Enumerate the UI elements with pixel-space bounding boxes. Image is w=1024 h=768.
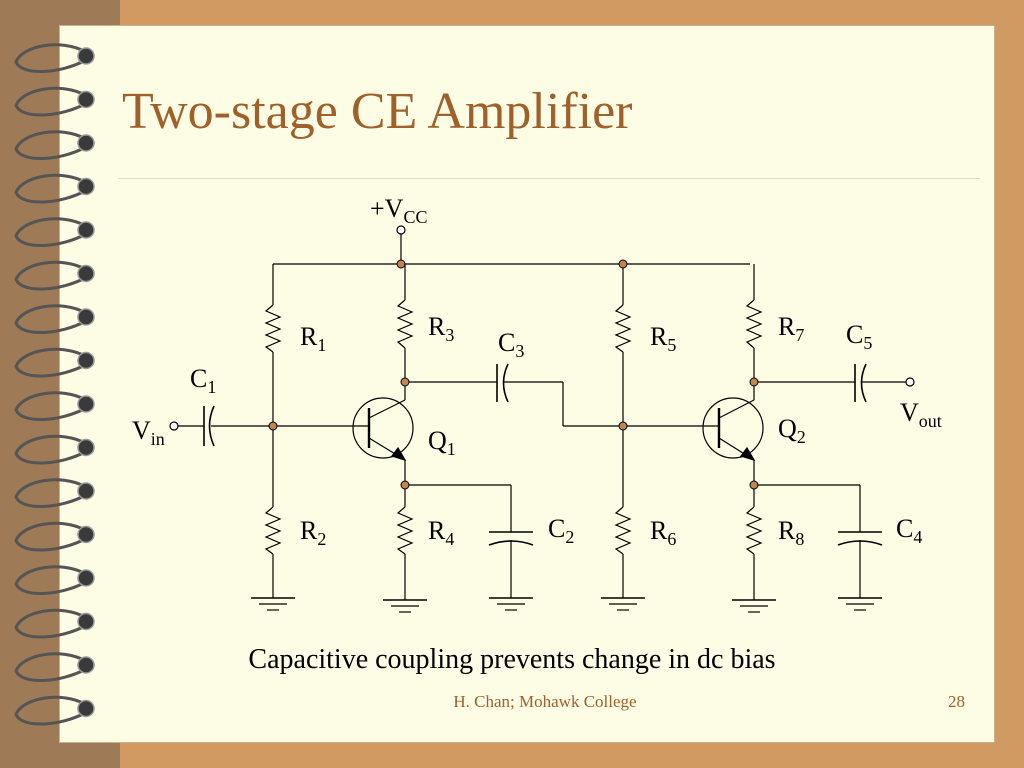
spiral-hole	[77, 525, 95, 544]
spiral-ring	[14, 521, 87, 552]
spiral-ring	[14, 347, 87, 378]
spiral-ring	[14, 86, 87, 117]
spiral-ring	[14, 565, 87, 595]
vout-label: Vout	[900, 398, 942, 431]
r1-resistor	[264, 304, 282, 353]
r4-resistor	[396, 506, 414, 555]
spiral-ring	[14, 173, 87, 204]
spiral-hole	[77, 656, 95, 674]
q1-label: Q1	[428, 426, 456, 459]
r3-label: R3	[428, 312, 455, 345]
spiral-hole	[77, 612, 95, 631]
paper-background	[60, 26, 994, 742]
r5-label: R5	[650, 322, 677, 355]
vin-terminal	[169, 421, 179, 431]
r6-resistor	[614, 506, 632, 555]
spiral-hole	[77, 134, 95, 152]
r2-label: R2	[300, 516, 327, 549]
vcc-terminal	[396, 225, 406, 235]
r4-label: R4	[428, 516, 455, 549]
q1-transistor	[352, 397, 414, 459]
c3-label: C3	[498, 328, 525, 361]
junction-nodes	[268, 259, 759, 490]
spiral-hole	[77, 221, 95, 239]
c2-label: C2	[548, 514, 575, 547]
spiral-hole	[77, 308, 95, 326]
spiral-hole	[77, 47, 95, 65]
q2-label: Q2	[778, 414, 806, 447]
spiral-hole	[77, 699, 95, 718]
r7-resistor	[745, 299, 763, 349]
spiral-ring	[14, 652, 87, 682]
vout-terminal	[905, 377, 915, 387]
spiral-ring	[14, 391, 87, 421]
r3-resistor	[396, 299, 414, 349]
page-number: 28	[948, 692, 965, 711]
q2-transistor	[702, 397, 764, 459]
r6-label: R6	[650, 516, 677, 549]
r7-label: R7	[778, 312, 805, 345]
spiral-hole	[77, 482, 95, 500]
c1-label: C1	[190, 364, 217, 397]
spiral-ring	[14, 478, 87, 508]
spiral-ring	[14, 43, 87, 73]
spiral-ring	[14, 695, 87, 726]
vin-label: Vin	[132, 416, 165, 449]
title-divider	[118, 178, 980, 179]
c4-label: C4	[896, 514, 923, 547]
spiral-ring	[14, 304, 87, 334]
spiral-hole	[77, 395, 95, 413]
slide-footer: H. Chan; Mohawk College	[453, 692, 637, 711]
r1-label: R1	[300, 322, 327, 355]
spiral-ring	[14, 130, 87, 160]
spiral-ring	[14, 608, 87, 639]
r8-resistor	[745, 506, 763, 555]
slide-title: Two-stage CE Amplifier	[122, 83, 633, 140]
spiral-ring	[14, 260, 87, 291]
spiral-hole	[77, 177, 95, 196]
spiral-ring	[14, 434, 87, 465]
spiral-hole	[77, 264, 95, 283]
r5-resistor	[614, 304, 632, 353]
spiral-hole	[77, 90, 95, 109]
spiral-hole	[77, 351, 95, 370]
vcc-label: +VCC	[370, 194, 428, 227]
ground-symbols	[251, 597, 882, 613]
c5-label: C5	[846, 320, 873, 353]
spiral-ring	[14, 217, 87, 247]
r8-label: R8	[778, 516, 805, 549]
r2-resistor	[264, 506, 282, 555]
slide-caption: Capacitive coupling prevents change in d…	[248, 644, 776, 675]
spiral-hole	[77, 569, 95, 587]
spiral-hole	[77, 438, 95, 457]
